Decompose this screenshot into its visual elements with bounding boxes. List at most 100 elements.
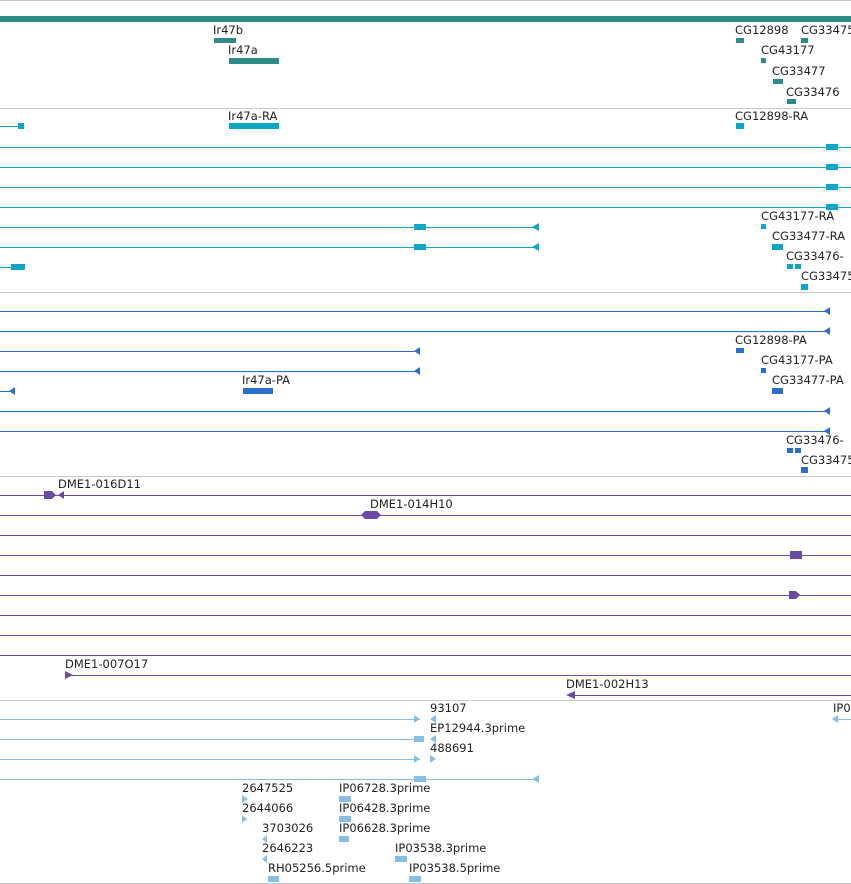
feature-label[interactable]: RH05256.5prime: [268, 861, 366, 875]
gene-feature[interactable]: [761, 58, 766, 63]
gene-feature[interactable]: [736, 38, 744, 43]
feature-label[interactable]: EP12944.3prime: [430, 721, 526, 735]
transcript-exon[interactable]: [826, 204, 838, 210]
feature-label[interactable]: 2646223: [262, 841, 314, 855]
gene-feature[interactable]: [787, 99, 796, 104]
est-feature[interactable]: [395, 856, 407, 862]
feature-label[interactable]: DME1-014H10: [370, 497, 453, 511]
feature-label[interactable]: IP03538.5prime: [409, 861, 501, 875]
protein-line: [0, 311, 830, 312]
clone-line: [0, 655, 851, 656]
transcript-exon[interactable]: [18, 123, 24, 129]
strand-arrow-icon: [532, 223, 539, 231]
feature-label[interactable]: Ir47a-PA: [242, 373, 291, 387]
est-line: [834, 719, 851, 720]
feature-label[interactable]: CG33476-: [786, 433, 844, 447]
gene-feature[interactable]: [801, 38, 808, 43]
feature-label[interactable]: DME1-007O17: [65, 657, 149, 671]
feature-label[interactable]: Ir47a: [228, 43, 258, 57]
transcript-exon[interactable]: [229, 123, 279, 129]
feature-label[interactable]: IP06628.3prime: [339, 821, 431, 835]
feature-label[interactable]: 2647525: [242, 781, 294, 795]
strand-arrow-icon: [242, 795, 248, 803]
transcript-intron-line: [0, 187, 851, 188]
strand-arrow-icon: [532, 243, 539, 251]
feature-label[interactable]: Ir47a-RA: [228, 109, 278, 123]
feature-label[interactable]: 3703026: [262, 821, 314, 835]
protein-feature[interactable]: [772, 388, 783, 394]
transcript-exon[interactable]: [761, 224, 766, 229]
gene-feature[interactable]: [773, 79, 783, 84]
transcript-exon[interactable]: [11, 264, 25, 270]
feature-label[interactable]: IP06428.3prime: [339, 801, 431, 815]
feature-label[interactable]: IP0: [833, 701, 851, 715]
transcript-exon[interactable]: [826, 164, 838, 170]
transcript-exon[interactable]: [414, 244, 426, 250]
est-feature[interactable]: [339, 816, 351, 822]
strand-arrow-icon: [566, 691, 575, 699]
protein-feature[interactable]: [243, 388, 273, 394]
feature-label[interactable]: CG43177-PA: [761, 353, 833, 367]
track-separator: [0, 108, 851, 109]
feature-label[interactable]: CG33477-PA: [772, 373, 844, 387]
feature-label[interactable]: CG12898: [735, 23, 789, 37]
feature-label[interactable]: CG12898-RA: [735, 109, 809, 123]
protein-feature[interactable]: [787, 448, 793, 453]
feature-label[interactable]: CG33477: [772, 64, 826, 78]
protein-feature[interactable]: [736, 348, 744, 353]
feature-label[interactable]: CG12898-PA: [735, 333, 807, 347]
protein-feature[interactable]: [801, 467, 808, 473]
transcript-exon[interactable]: [736, 123, 744, 129]
feature-label[interactable]: 488691: [430, 741, 474, 755]
transcript-exon[interactable]: [801, 284, 808, 290]
est-line: [0, 779, 538, 780]
strand-arrow-icon: [9, 387, 15, 395]
feature-label[interactable]: CG33475: [801, 453, 851, 467]
transcript-exon[interactable]: [772, 244, 783, 250]
feature-label[interactable]: CG43177-RA: [761, 209, 835, 223]
protein-feature[interactable]: [795, 448, 801, 453]
strand-arrow-icon: [58, 491, 64, 499]
feature-label[interactable]: CG33475: [801, 23, 851, 37]
feature-label[interactable]: CG33477-RA: [772, 229, 846, 243]
gene-feature[interactable]: [229, 58, 279, 64]
feature-label[interactable]: CG43177: [761, 43, 815, 57]
strand-arrow-icon: [430, 735, 436, 743]
gene-feature[interactable]: [214, 38, 236, 43]
transcript-exon[interactable]: [787, 264, 793, 269]
strand-arrow-icon: [262, 855, 267, 863]
feature-label[interactable]: DME1-002H13: [566, 677, 649, 691]
feature-label[interactable]: CG33476-: [786, 249, 844, 263]
feature-label[interactable]: 2644066: [242, 801, 294, 815]
strand-arrow-icon: [65, 671, 73, 679]
feature-label[interactable]: Ir47b: [213, 23, 244, 37]
strand-arrow-icon: [532, 775, 539, 783]
est-feature[interactable]: [414, 736, 424, 742]
feature-label[interactable]: DME1-016D11: [58, 477, 141, 491]
clone-line: [0, 635, 851, 636]
protein-line: [0, 371, 420, 372]
protein-line: [0, 431, 830, 432]
transcript-exon[interactable]: [795, 264, 801, 269]
feature-label[interactable]: CG33476: [786, 85, 840, 99]
est-feature[interactable]: [409, 876, 421, 882]
transcript-exon[interactable]: [826, 144, 838, 150]
est-line: [0, 739, 420, 740]
est-feature[interactable]: [268, 876, 279, 882]
feature-label[interactable]: 93107: [430, 701, 467, 715]
protein-feature[interactable]: [761, 368, 766, 373]
feature-label[interactable]: CG33475: [801, 269, 851, 283]
est-feature[interactable]: [339, 836, 349, 842]
feature-label[interactable]: IP03538.3prime: [395, 841, 487, 855]
transcript-exon[interactable]: [826, 184, 838, 190]
clone-line: [0, 615, 851, 616]
transcript-exon[interactable]: [414, 224, 426, 230]
est-feature[interactable]: [414, 776, 426, 782]
strand-arrow-icon: [414, 715, 420, 723]
transcript-intron-line: [0, 147, 851, 148]
est-feature[interactable]: [339, 796, 351, 802]
feature-label[interactable]: IP06728.3prime: [339, 781, 431, 795]
strand-arrow-icon: [824, 427, 830, 435]
strand-arrow-icon: [242, 815, 247, 823]
protein-line: [0, 391, 14, 392]
